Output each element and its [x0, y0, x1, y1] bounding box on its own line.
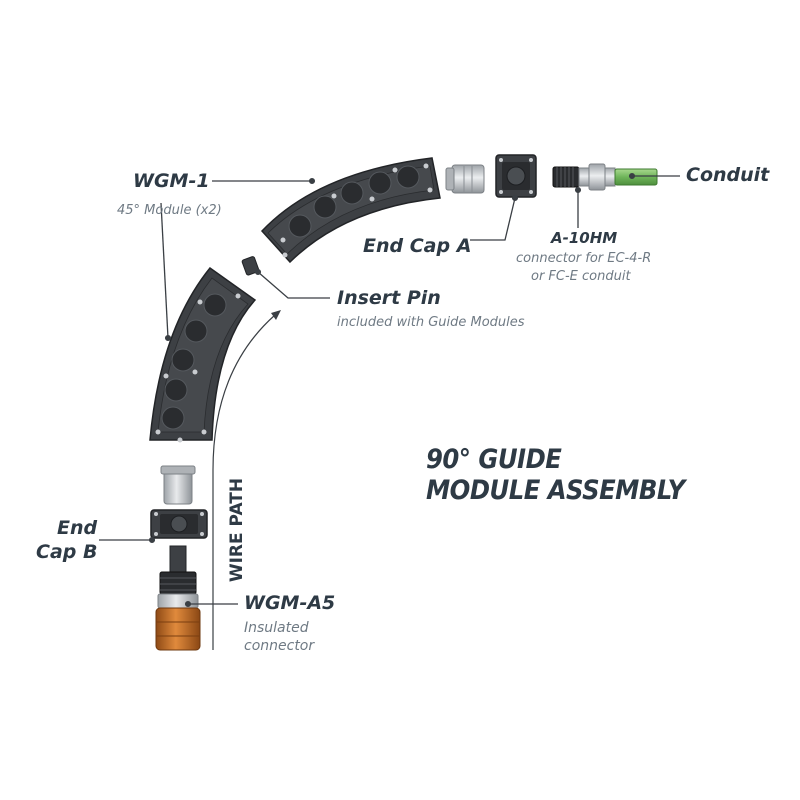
wgma5-name: WGM-A5 — [244, 592, 336, 614]
wgma5-desc-line2: connector — [244, 638, 315, 654]
wgm1-label-group: WGM-1 — [133, 170, 210, 192]
conduit-name: Conduit — [686, 164, 770, 186]
end-cap-a-part — [495, 154, 537, 198]
end-cap-b-name-line2: Cap B — [36, 541, 98, 563]
insert-pin-desc: included with Guide Modules — [337, 315, 525, 330]
wgm1-desc: 45° Module (x2) — [117, 203, 222, 218]
end-cap-a-name: End Cap A — [363, 235, 472, 257]
wgm1-module-lower — [149, 266, 257, 443]
wgm1-module-upper — [260, 157, 441, 264]
wire-path-label: WIRE PATH — [227, 477, 247, 583]
a10hm-desc-line1: connector for EC-4-R — [516, 251, 652, 266]
a10hm-name: A-10HM — [551, 229, 618, 247]
insert-pin-name: Insert Pin — [337, 287, 441, 309]
leader-lines — [99, 172, 680, 608]
diagram-title: 90° GUIDE MODULE ASSEMBLY — [426, 444, 685, 506]
a10hm-desc-line2: or FC-E conduit — [531, 269, 631, 284]
end-cap-b-name-line1: End — [57, 517, 98, 539]
wgm1-name: WGM-1 — [133, 170, 210, 192]
wgma5-desc-line1: Insulated — [244, 620, 309, 636]
leader-insert-pin — [257, 271, 330, 299]
leader-end-cap-a — [470, 197, 516, 241]
insert-pin-part — [241, 256, 260, 276]
end-cap-b-part — [150, 509, 208, 539]
end-cap-a-bushing — [445, 164, 485, 194]
leader-wgm1-lower — [160, 202, 169, 339]
conduit-part — [614, 168, 658, 186]
wgma5-connector-part — [155, 545, 201, 651]
title-line2: MODULE ASSEMBLY — [426, 475, 685, 506]
title-line1: 90° GUIDE — [426, 444, 562, 475]
end-cap-b-bushing — [160, 465, 196, 505]
wire-path-arrow — [212, 310, 281, 650]
a10hm-connector-part — [552, 163, 616, 191]
